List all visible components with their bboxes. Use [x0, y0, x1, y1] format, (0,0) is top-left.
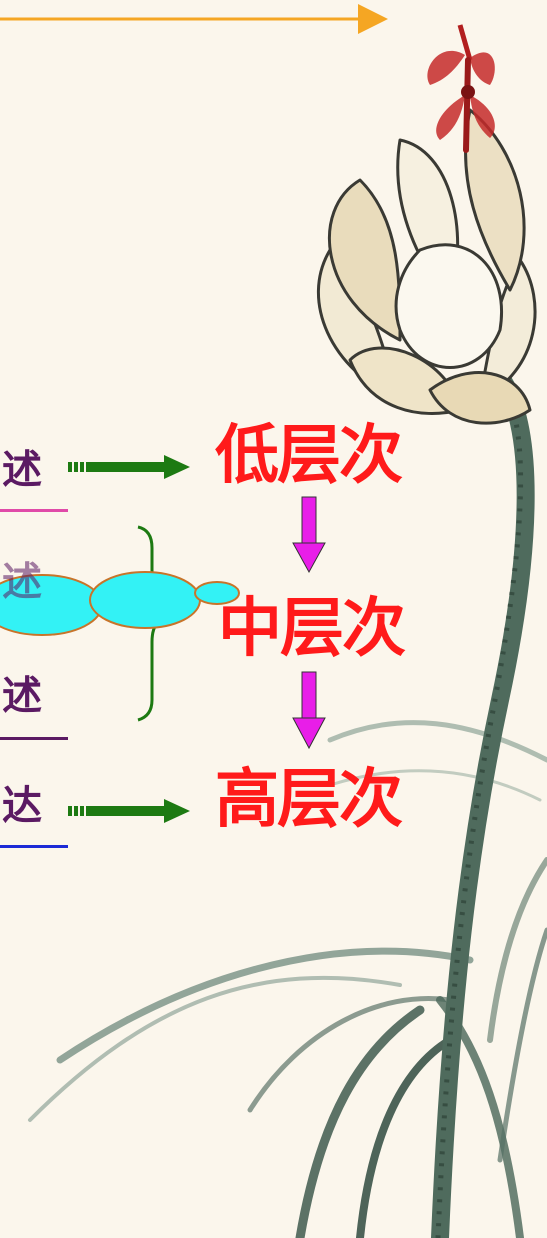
orchid-leaf [356, 1036, 454, 1238]
lotus-stem-shade [435, 378, 524, 1238]
left-word-1: 述 [2, 447, 42, 493]
level-high: 高层次 [215, 763, 403, 837]
level-middle: 中层次 [218, 592, 406, 666]
underline-4 [0, 845, 68, 848]
left-word-2: 述 [2, 559, 42, 605]
orchid-leaf [295, 1005, 425, 1238]
bubble-medium [89, 571, 201, 629]
orchid-leaf [56, 947, 474, 1064]
right-arrow-high [68, 799, 190, 823]
lotus-petal [394, 243, 503, 369]
underline-3 [0, 737, 68, 740]
right-arrow-low [68, 455, 190, 479]
dragonfly-icon [427, 24, 495, 153]
orchid-leaf [327, 720, 547, 763]
underline-1 [0, 509, 68, 512]
orchid-leaf [328, 769, 542, 802]
down-arrow-1 [292, 496, 326, 574]
bubble-small [194, 581, 240, 605]
lotus-petal [428, 371, 532, 425]
lotus-stem [431, 361, 535, 1238]
lotus-petal [328, 178, 402, 342]
orchid-leaf [28, 975, 402, 1122]
orchid-leaf [487, 857, 547, 1043]
lotus-petal [464, 108, 526, 292]
orchid-leaf [497, 927, 547, 1163]
left-word-4: 达 [2, 783, 42, 829]
down-arrow-2 [292, 671, 326, 750]
level-low: 低层次 [215, 419, 403, 493]
orchid-leaf [247, 996, 453, 1113]
left-word-3: 述 [2, 673, 42, 719]
